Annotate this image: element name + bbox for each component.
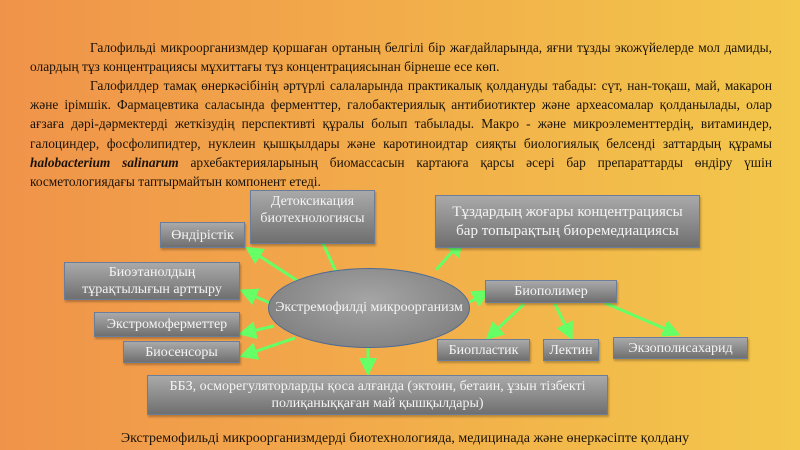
node-biopolymer: Биополимер xyxy=(485,280,617,303)
slide-caption: Экстремофильді микроорганизмдерді биотех… xyxy=(120,431,690,446)
arrow-exopoly xyxy=(604,301,681,337)
paragraph-1: Галофильді микроорганизмдер қоршаған орт… xyxy=(30,40,772,75)
node-exopolysaccharide: Экзополисахарид xyxy=(613,337,748,359)
node-extremoenzymes: Экстромоферметтер xyxy=(94,312,240,337)
arrow-bioethanol xyxy=(239,288,271,306)
arrow-bioplastic xyxy=(485,302,526,341)
node-bioplastic: Биопластик xyxy=(437,339,530,361)
paragraph-2-text-end: архебактерияларының биомассасын картаюға… xyxy=(30,154,773,190)
node-detox: Детоксикация биотехнологиясы xyxy=(250,190,375,244)
paragraph-2-text: Галофилдер тамақ өнеркәсібінің әртүрлі с… xyxy=(30,78,772,151)
arrow-biosensors xyxy=(239,336,296,360)
paragraph-2: Галофилдер тамақ өнеркәсібінің әртүрлі с… xyxy=(30,76,772,191)
node-lectin: Лектин xyxy=(543,339,599,361)
center-node: Экстремофилді микроорганизм xyxy=(268,268,470,348)
species-name: halobacterium salinarum xyxy=(30,154,179,170)
node-bioethanol: Биоэтанолдың тұрақтылығын арттыру xyxy=(64,262,240,300)
arrow-biopolymer xyxy=(469,289,491,307)
node-salt-bioremediation: Тұздардың жоғары концентрациясы бар топы… xyxy=(435,195,700,248)
arrow-industry xyxy=(244,246,299,283)
node-bbz: ББЗ, осморегуляторларды қоса алғанда (эк… xyxy=(147,375,608,415)
arrow-lectin xyxy=(553,303,573,341)
arrow-enzymes xyxy=(238,321,275,340)
node-biosensors: Биосенсоры xyxy=(123,341,240,363)
node-industry: Өндірістік xyxy=(160,222,245,248)
